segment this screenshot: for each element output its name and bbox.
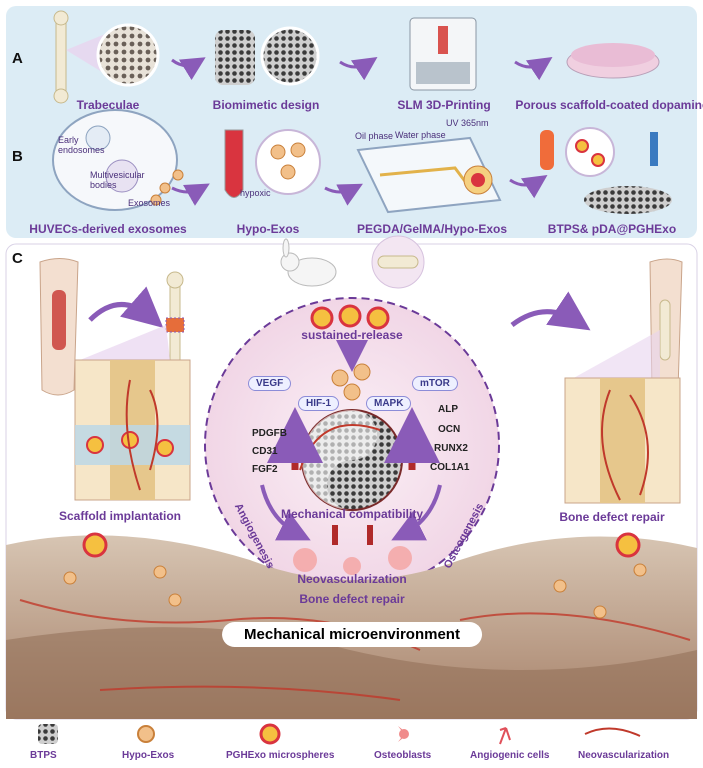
arrow-b1 (171, 183, 210, 206)
caption-bone-defect-repair-right: Bone defect repair (559, 510, 665, 524)
hypo-exos-zoom-circle (255, 129, 321, 195)
microfluidic-chip-icon (356, 136, 502, 214)
label-hypoxic: hypoxic (240, 188, 271, 198)
legend-angiogenic-icon (499, 727, 511, 745)
label-sustained-release: sustained-release (301, 328, 403, 342)
legend-btps-icon (38, 724, 58, 744)
legend-osteoblasts-label: Osteoblasts (374, 750, 432, 761)
row-c-right-artwork (510, 258, 683, 504)
huvec-cell-icon (52, 109, 178, 211)
pill-hif1: HIF-1 (298, 396, 339, 411)
yin-yang-scaffold (299, 409, 403, 511)
label-exosomes: Exosomes (128, 198, 171, 208)
gene-cd31: CD31 (252, 446, 278, 457)
microsphere-tube-icon (540, 130, 554, 170)
gene-alp: ALP (438, 404, 458, 415)
pill-mtor: mTOR (412, 376, 458, 391)
ground-exosomes (63, 532, 647, 619)
row-a-artwork (53, 10, 660, 104)
caption-scaffold-implantation: Scaffold implantation (58, 509, 182, 523)
panel-label-a: A (12, 50, 23, 67)
legend-icons (38, 723, 641, 745)
label-neovascularization: Neovascularization (297, 572, 407, 586)
caption-trabeculae: Trabeculae (76, 98, 140, 112)
arrow-a2 (339, 57, 378, 81)
legend-btps-label: BTPS (30, 750, 57, 761)
trabeculae-zoom-circle (96, 23, 160, 87)
label-multivesicular: Multivesicular bodies (90, 170, 145, 190)
label-mechanical-compatibility: Mechanical compatibility (280, 507, 424, 521)
label-water-phase: Water phase (395, 130, 446, 140)
pathway-arrows (260, 407, 442, 545)
caption-biomimetic: Biomimetic design (212, 98, 320, 112)
arrow-c1 (88, 286, 164, 328)
label-bone-defect-repair-center: Bone defect repair (299, 592, 405, 606)
legend-angiogenic-label: Angiogenic cells (470, 750, 550, 761)
sustained-release-microspheres (310, 304, 390, 401)
legend-pghexo-icon (259, 723, 281, 745)
legend-hypo-exos-icon (137, 725, 155, 743)
label-oil-phase: Oil phase (355, 131, 394, 141)
panel-label-c: C (12, 250, 23, 267)
biomimetic-zoom-circle (260, 26, 320, 86)
trabeculae-bone-icon (55, 17, 67, 97)
legend-hypo-exos-label: Hypo-Exos (122, 750, 175, 761)
pill-vegf: VEGF (248, 376, 292, 391)
caption-huvecs: HUVECs-derived exosomes (29, 222, 187, 236)
arrow-b3 (509, 175, 548, 199)
gene-ocn: OCN (438, 424, 461, 435)
caption-pegda: PEGDA/GelMA/Hypo-Exos (356, 222, 508, 236)
hypoxic-tube-icon (224, 129, 244, 198)
gene-col1a1: COL1A1 (430, 462, 470, 473)
legend-neovascularization-label: Neovascularization (578, 750, 670, 761)
row-b-artwork (52, 109, 672, 214)
caption-slm: SLM 3D-Printing (397, 98, 491, 112)
label-mechanical-microenvironment: Mechanical microenvironment (222, 622, 482, 647)
rabbit-illustration (280, 235, 425, 289)
gene-fgf2: FGF2 (252, 464, 278, 475)
central-cells (293, 546, 412, 575)
arrow-b2 (324, 183, 363, 206)
gene-pdgfb: PDGFB (252, 428, 287, 439)
legend-pghexo-label: PGHExo microspheres (226, 750, 335, 761)
row-c-left-artwork (39, 258, 191, 501)
caption-btps: BTPS& pDA@PGHExo (547, 222, 677, 236)
caption-hypo-exos: Hypo-Exos (236, 222, 300, 236)
gene-runx2: RUNX2 (434, 443, 468, 454)
panel-label-b: B (12, 148, 23, 165)
biomimetic-cylinder-icon (215, 30, 255, 85)
legend-neovascularization-icon (584, 727, 641, 737)
coated-scaffold-icon (584, 186, 672, 214)
arrow-c2 (510, 291, 591, 331)
pill-mapk: MAPK (366, 396, 412, 411)
arrow-a3 (514, 57, 553, 81)
label-early-endosomes: Early endosomes (58, 135, 105, 155)
caption-porous: Porous scaffold-coated dopamine (515, 98, 703, 112)
label-uv: UV 365nm (446, 118, 489, 128)
arrow-a1 (171, 57, 206, 81)
